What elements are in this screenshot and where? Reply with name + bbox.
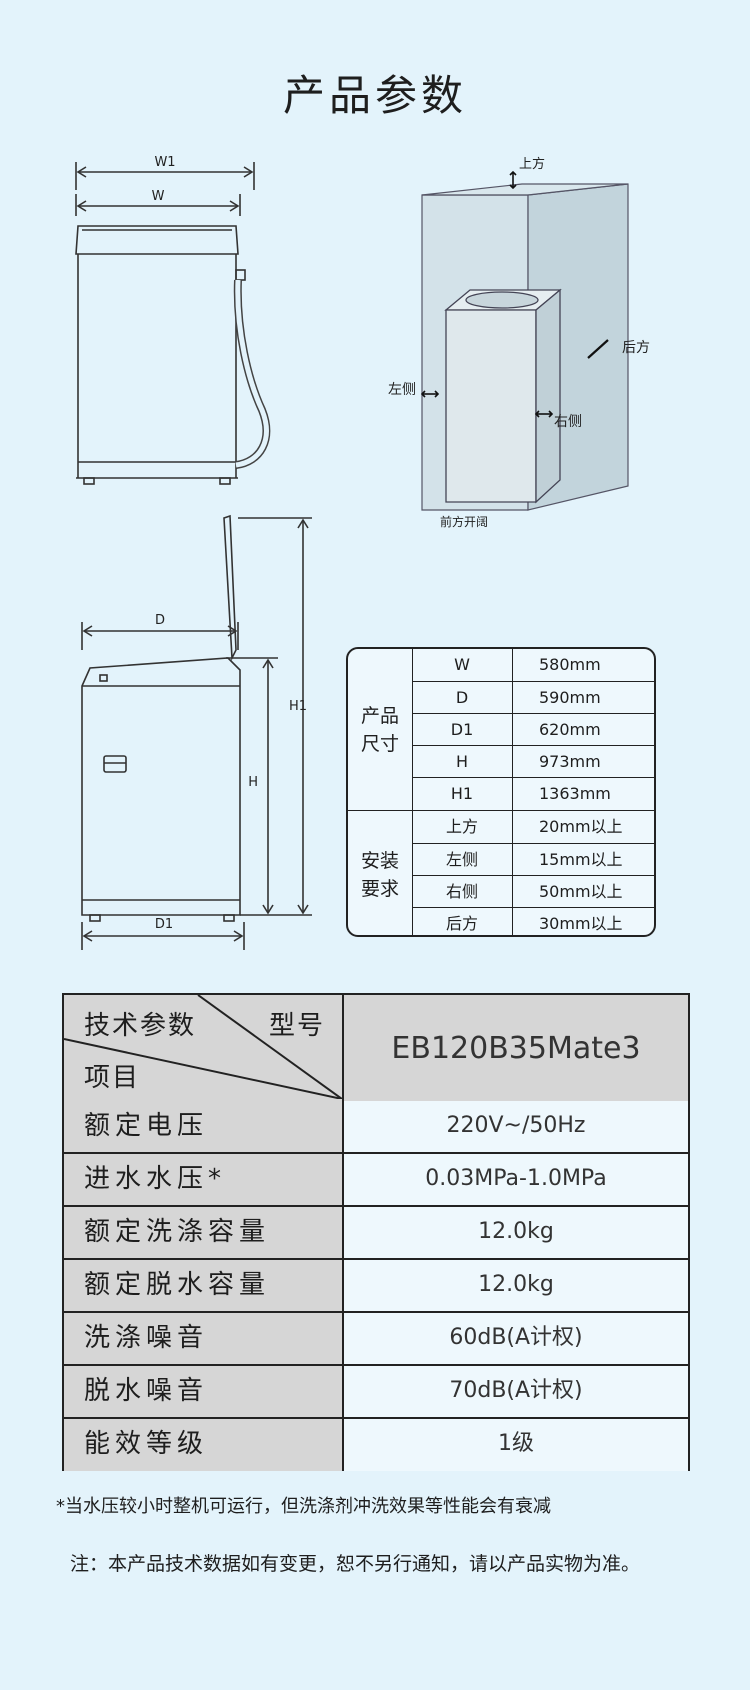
front-clearance-label: 前方开阔	[440, 514, 488, 529]
spec-key: 能效等级	[64, 1419, 344, 1471]
table-row: 进水水压* 0.03MPa-1.0MPa	[64, 1154, 688, 1207]
table-row: 脱水噪音 70dB(A计权)	[64, 1366, 688, 1419]
dim-value: 973mm	[539, 752, 601, 771]
installation-clearance-diagram: 上方 后方 左侧 右侧 前方开阔	[388, 156, 650, 529]
spec-value: 220V~/50Hz	[344, 1101, 688, 1152]
top-clearance-label: 上方	[519, 156, 545, 172]
group-label: 安装 要求	[348, 811, 413, 935]
table-row: 洗涤噪音 60dB(A计权)	[64, 1313, 688, 1366]
front-view-diagram: W1 W	[75, 155, 271, 485]
diagonal-header-cell: 技术参数 型号 项目	[64, 995, 344, 1101]
dim-key: D1	[412, 714, 513, 746]
table-row: 额定洗涤容量 12.0kg	[64, 1207, 688, 1260]
dim-key: 上方	[412, 811, 513, 843]
dim-key: 后方	[412, 908, 513, 935]
page-title: 产品参数	[282, 71, 467, 120]
w1-label: W1	[154, 155, 175, 170]
spec-value: 1级	[344, 1419, 688, 1471]
spec-value: 70dB(A计权)	[344, 1366, 688, 1417]
side-view-diagram: D H H1 D1	[81, 514, 312, 950]
product-size-group: 产品 尺寸 W 580mm D 590mm D1 620mm H 973mm H…	[348, 649, 654, 811]
header-tech-params: 技术参数	[84, 1011, 197, 1041]
spec-key: 脱水噪音	[64, 1366, 344, 1417]
dim-value: 580mm	[539, 655, 601, 674]
technical-parameter-table: 技术参数 型号 项目 EB120B35Mate3 额定电压 220V~/50Hz…	[62, 993, 690, 1471]
table-row: 右侧 50mm以上	[412, 875, 654, 908]
table-row: 后方 30mm以上	[412, 907, 654, 935]
table-row: W 580mm	[412, 649, 654, 681]
group-label: 产品 尺寸	[348, 649, 413, 811]
header-item-label: 项目	[84, 1063, 141, 1093]
table-row: D1 620mm	[412, 713, 654, 746]
spec-key: 额定电压	[64, 1101, 344, 1152]
diagonal-lines	[64, 995, 342, 1099]
table-row: 上方 20mm以上	[412, 811, 654, 843]
table-row: 额定脱水容量 12.0kg	[64, 1260, 688, 1313]
w-label: W	[152, 189, 165, 204]
spec-key: 洗涤噪音	[64, 1313, 344, 1364]
h1-label: H1	[289, 699, 307, 714]
footnote: *当水压较小时整机可运行，但洗涤剂冲洗效果等性能会有衰减	[56, 1496, 551, 1517]
d1-label: D1	[155, 917, 173, 932]
dim-value: 20mm以上	[539, 817, 623, 836]
table-row: H1 1363mm	[412, 777, 654, 810]
dim-key: H1	[412, 778, 513, 810]
h-label: H	[248, 775, 258, 790]
spec-table-header: 技术参数 型号 项目 EB120B35Mate3	[64, 995, 688, 1103]
dim-key: 左侧	[412, 844, 513, 876]
dim-value: 15mm以上	[539, 850, 623, 869]
right-clearance-label: 右侧	[554, 414, 582, 430]
header-model-label: 型号	[269, 1011, 326, 1041]
dim-value: 590mm	[539, 688, 601, 707]
spec-value: 12.0kg	[344, 1260, 688, 1311]
dim-key: H	[412, 746, 513, 778]
dim-key: W	[412, 649, 513, 681]
d-label: D	[155, 613, 165, 628]
model-number: EB120B35Mate3	[391, 1030, 641, 1066]
table-row: 能效等级 1级	[64, 1419, 688, 1471]
dim-value: 620mm	[539, 720, 601, 739]
table-row: D 590mm	[412, 681, 654, 714]
back-clearance-label: 后方	[622, 340, 650, 356]
spec-value: 12.0kg	[344, 1207, 688, 1258]
spec-value: 0.03MPa-1.0MPa	[344, 1154, 688, 1205]
dim-key: D	[412, 682, 513, 714]
dim-key: 右侧	[412, 876, 513, 908]
dim-value: 30mm以上	[539, 914, 623, 933]
dimension-table: 产品 尺寸 W 580mm D 590mm D1 620mm H 973mm H…	[346, 647, 656, 937]
spec-key: 额定脱水容量	[64, 1260, 344, 1311]
table-row: 额定电压 220V~/50Hz	[64, 1101, 688, 1154]
dim-value: 50mm以上	[539, 882, 623, 901]
spec-key: 进水水压*	[64, 1154, 344, 1205]
table-row: 左侧 15mm以上	[412, 843, 654, 876]
spec-value: 60dB(A计权)	[344, 1313, 688, 1364]
table-row: H 973mm	[412, 745, 654, 778]
notice: 注：本产品技术数据如有变更，恕不另行通知，请以产品实物为准。	[70, 1553, 641, 1575]
left-clearance-label: 左侧	[388, 382, 416, 398]
install-requirement-group: 安装 要求 上方 20mm以上 左侧 15mm以上 右侧 50mm以上 后方 3…	[348, 810, 654, 935]
spec-key: 额定洗涤容量	[64, 1207, 344, 1258]
dim-value: 1363mm	[539, 784, 611, 803]
